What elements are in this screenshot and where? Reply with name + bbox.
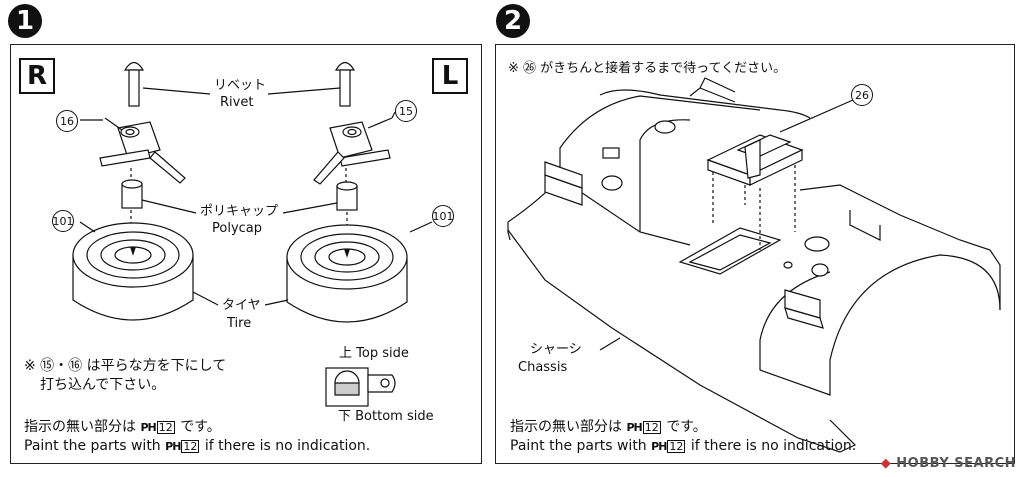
part-16-number: 16 (60, 114, 74, 128)
part-26-illustration (706, 134, 804, 186)
hobby-search-watermark: ◆ HOBBY SEARCH (881, 456, 1016, 471)
tire-left-illustration (72, 222, 194, 321)
step-1-paint-code-en-icon: PH (165, 440, 181, 453)
polycap-label-en: Polycap (212, 221, 263, 236)
rivet-right-illustration (334, 61, 356, 107)
tire-label-jp: タイヤ (222, 298, 261, 313)
chassis-label-en: Chassis (518, 360, 568, 375)
part-16-callout: 16 (56, 110, 78, 132)
tire-label-en: Tire (227, 316, 252, 331)
step-1-paint-color-number: 12 (156, 421, 175, 434)
step-2-paint-color-number-en: 12 (667, 440, 686, 453)
polycap-right-illustration (336, 181, 358, 211)
side-indicator-left-label: L (441, 61, 459, 91)
top-side-label: 上 Top side (339, 346, 409, 361)
side-indicator-right-label: R (26, 61, 48, 91)
step-1-paint-color-number-en: 12 (181, 440, 200, 453)
step-1-paint-en-suffix: if there is no indication. (204, 438, 371, 454)
step-1-note-line-1: ※ ⑮・⑯ は平らな方を下にして (24, 358, 227, 374)
part-101-right-number: 101 (432, 209, 454, 223)
step-2-paint-code-icon: PH (626, 421, 642, 434)
side-indicator-left: L (432, 58, 468, 94)
step-2-paint-jp-prefix: 指示の無い部分は (510, 419, 622, 435)
step-1-badge: 1 (8, 4, 42, 38)
step-1-number: 1 (15, 6, 35, 36)
step-2-paint-code-en-icon: PH (651, 440, 667, 453)
upright-left-illustration (99, 117, 186, 184)
step-1-paint-code-icon: PH (140, 421, 156, 434)
watermark-logo-icon: ◆ (880, 456, 897, 471)
tire-right-illustration (286, 224, 408, 323)
polycap-label-jp: ポリキャップ (200, 204, 279, 219)
step-2-number: 2 (503, 6, 523, 36)
step-2-badge: 2 (496, 4, 530, 38)
step-2-paint-en-prefix: Paint the parts with (510, 438, 647, 454)
chassis-illustration (507, 77, 1001, 453)
step-2-instruction: ※ ㉖ がきちんと接着するまで待ってください。 (508, 61, 787, 76)
chassis-label-jp: シャーシ (530, 342, 582, 357)
rivet-left-illustration (123, 61, 145, 107)
part-15-callout: 15 (395, 100, 417, 122)
rivet-label-jp: リベット (214, 78, 267, 93)
step-2-paint-en-suffix: if there is no indication. (690, 438, 857, 454)
step-1-paint-en-prefix: Paint the parts with (24, 438, 161, 454)
step-2-paint-jp-suffix: です。 (666, 419, 707, 435)
bottom-side-label: 下 Bottom side (338, 409, 434, 424)
step-2-paint-color-number: 12 (642, 421, 661, 434)
part-26-callout: 26 (851, 84, 873, 106)
part-15-number: 15 (399, 104, 413, 118)
step-1-note-line-2: 打ち込んで下さい。 (40, 377, 166, 393)
step-1-paint-jp-prefix: 指示の無い部分は (24, 419, 136, 435)
watermark-brand: HOBBY SEARCH (896, 456, 1016, 471)
polycap-left-illustration (121, 179, 143, 209)
part-101-left-callout: 101 (52, 210, 74, 232)
hub-orientation-illustration (325, 367, 396, 407)
part-101-left-number: 101 (52, 214, 74, 228)
part-26-number: 26 (855, 88, 869, 102)
upright-right-illustration (313, 117, 393, 185)
side-indicator-right: R (19, 58, 55, 94)
rivet-label-en: Rivet (220, 95, 254, 110)
part-101-right-callout: 101 (432, 205, 454, 227)
step-1-paint-jp-suffix: です。 (180, 419, 221, 435)
